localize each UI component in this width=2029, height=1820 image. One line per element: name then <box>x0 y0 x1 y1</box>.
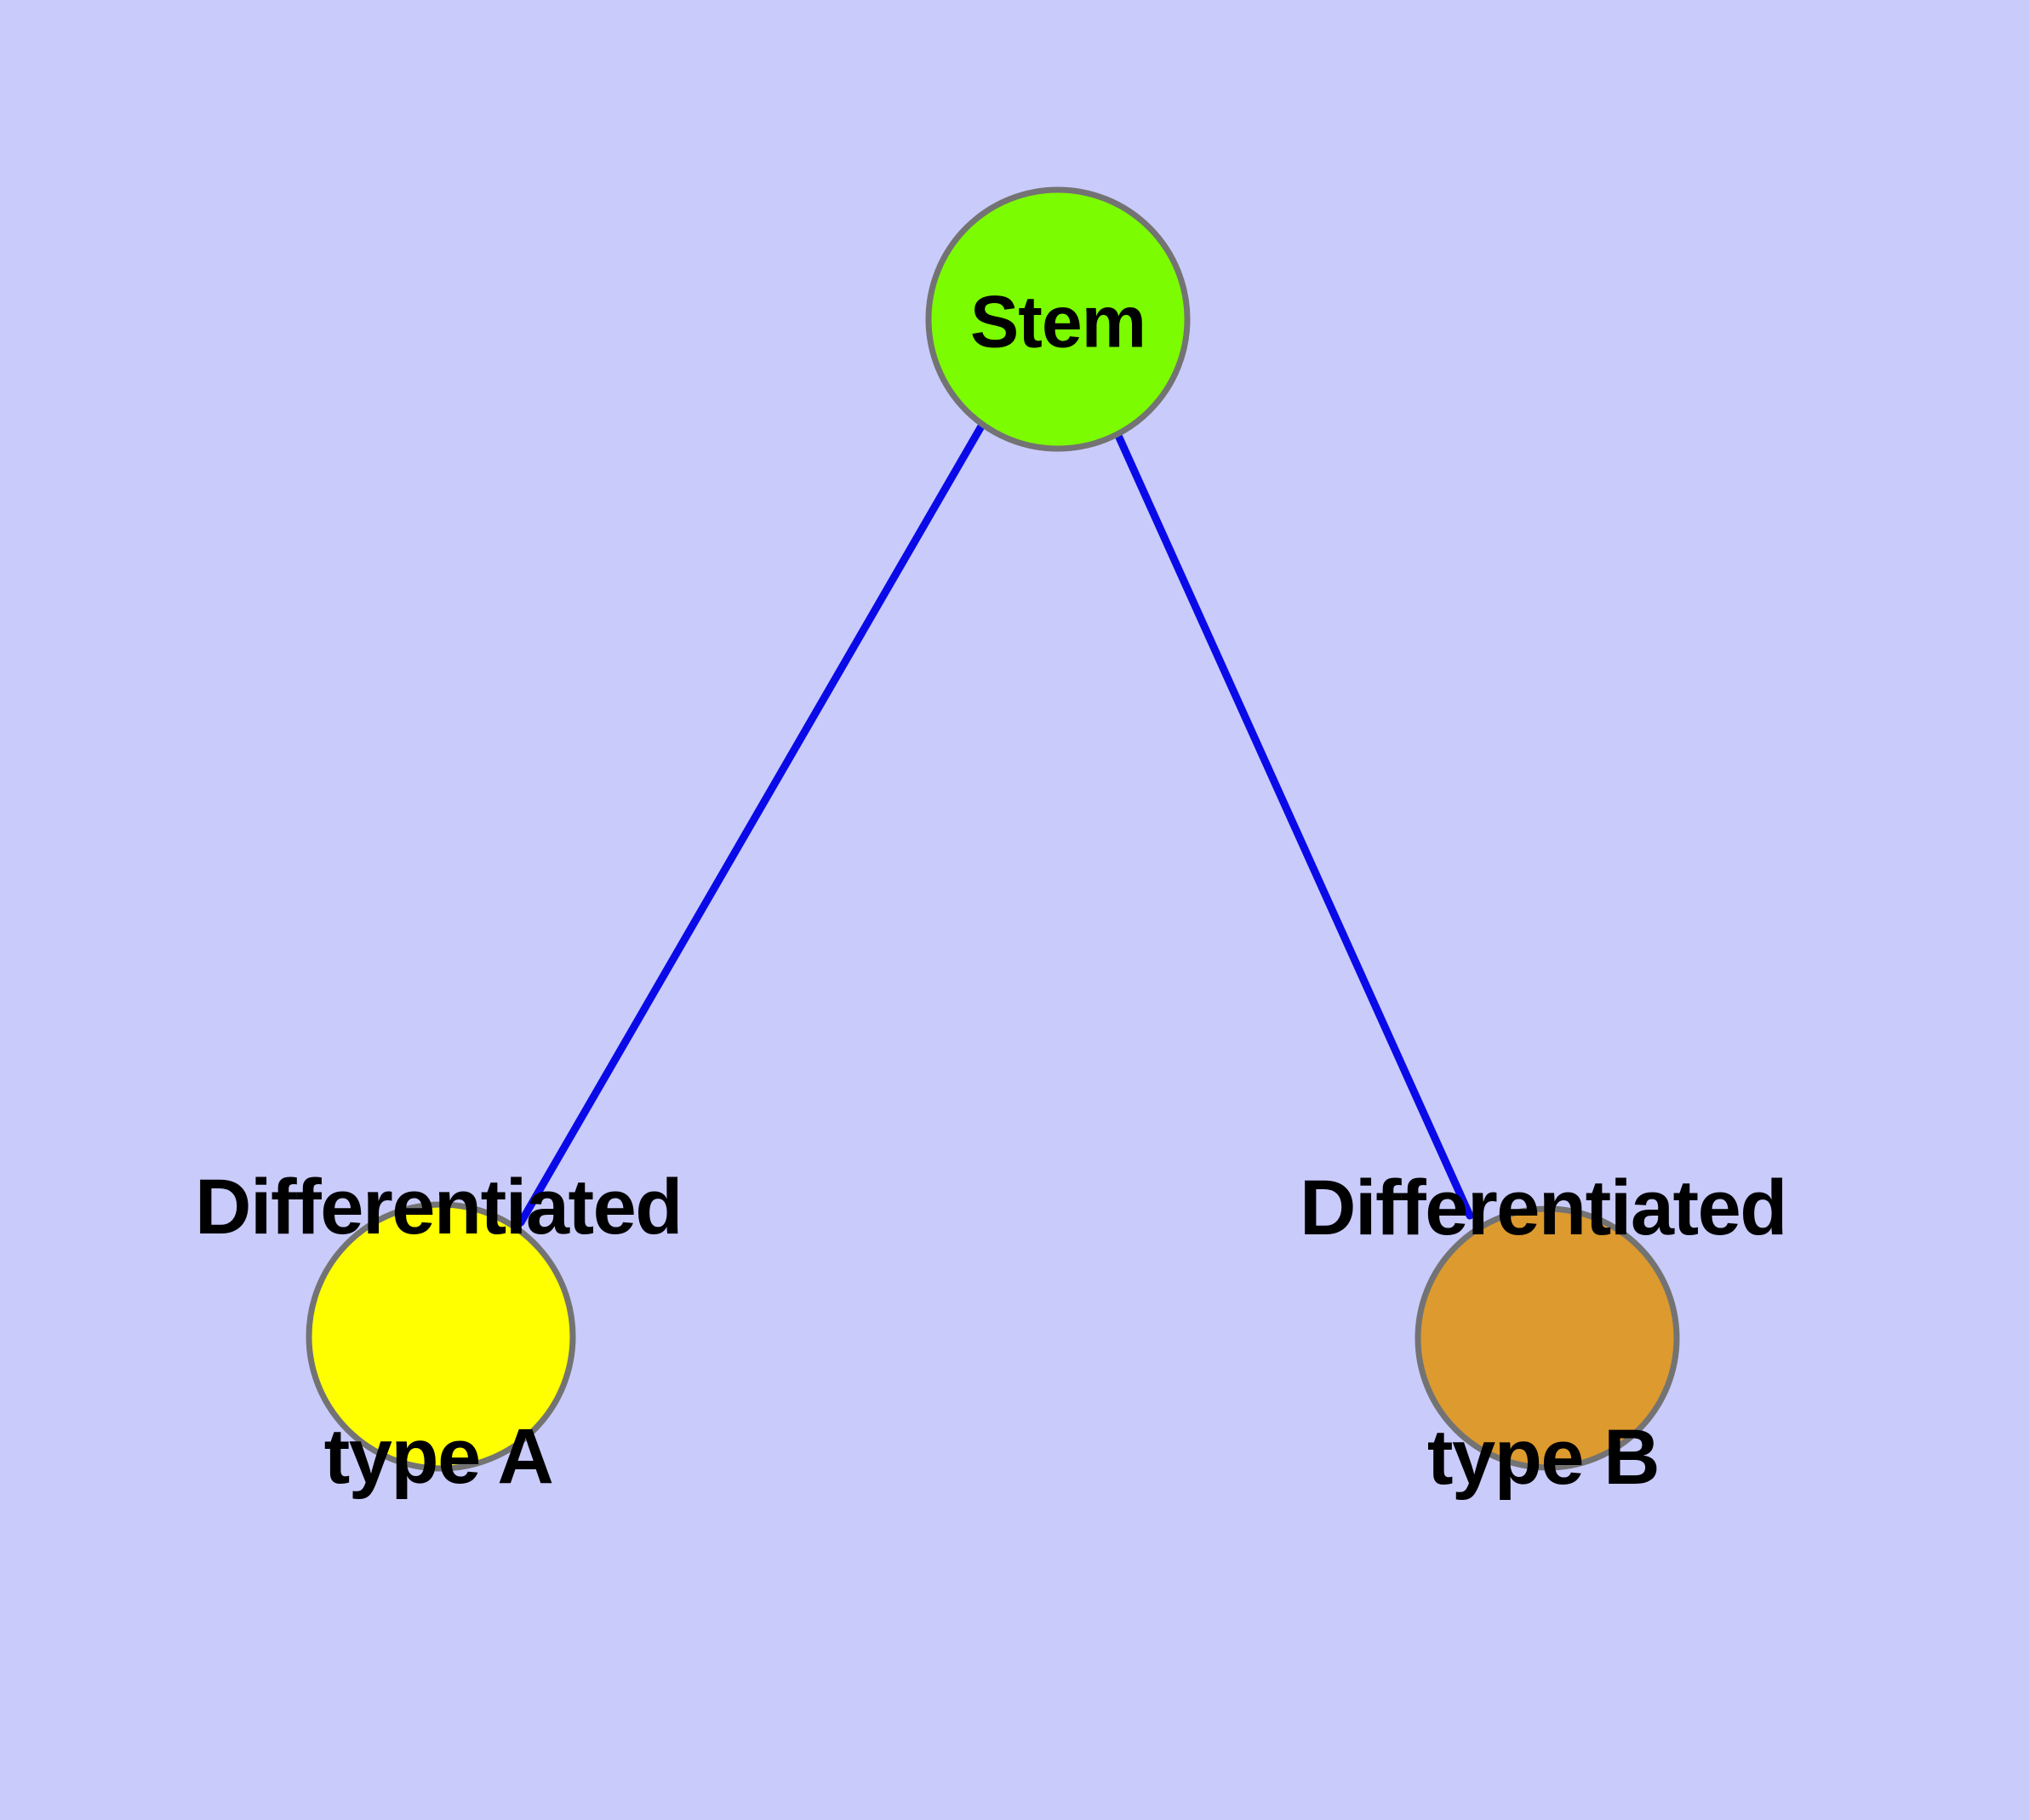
node-layer <box>306 186 1680 1472</box>
edge-stem-to-diff-b[interactable] <box>1112 426 1474 1220</box>
node-stem[interactable] <box>925 186 1191 452</box>
node-differentiated-type-b[interactable] <box>1415 1205 1680 1471</box>
edge-stem-to-diff-a[interactable] <box>517 421 986 1227</box>
node-differentiated-type-a[interactable] <box>306 1201 576 1472</box>
edge-layer <box>517 421 1474 1227</box>
